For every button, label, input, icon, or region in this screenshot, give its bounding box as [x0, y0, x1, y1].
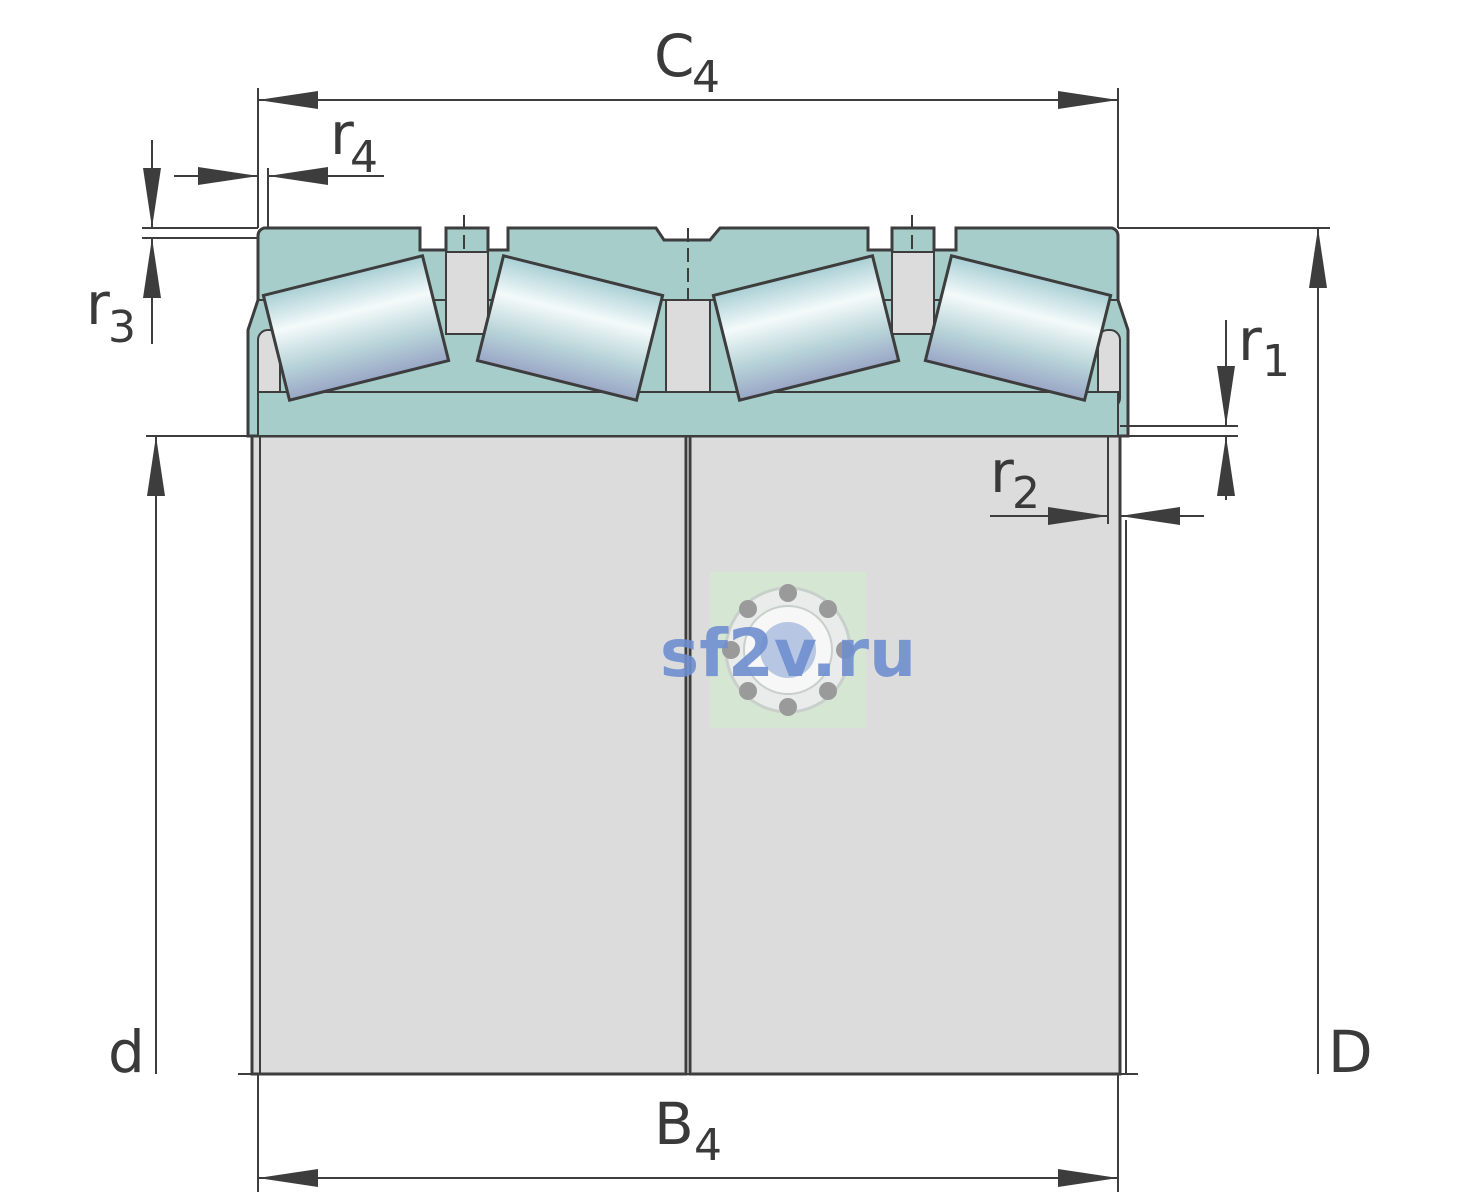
dimension-r4: r 4	[174, 100, 384, 185]
dimension-r2: r 2	[990, 438, 1204, 525]
dimension-d: d	[108, 436, 165, 1086]
label-b4: B	[654, 1090, 694, 1158]
label-r2-sub: 2	[1012, 468, 1040, 519]
label-r3: r	[86, 270, 110, 338]
label-r4: r	[330, 100, 354, 168]
ball-bearing-icon	[722, 584, 854, 716]
label-r1-sub: 1	[1262, 336, 1290, 387]
label-D: D	[1328, 1018, 1373, 1086]
inner-ring-band	[257, 391, 1119, 437]
roller-4	[923, 253, 1113, 403]
dimension-r3: r 3	[86, 140, 161, 353]
inner-ring-left	[250, 434, 688, 1076]
dimension-D: D	[1309, 228, 1373, 1086]
spacer-left	[445, 251, 489, 335]
label-b4-sub: 4	[694, 1120, 722, 1171]
outer-rings	[246, 215, 1130, 438]
label-c4-sub: 4	[692, 52, 720, 103]
watermark-text: sf2v.ru	[660, 615, 916, 692]
rollers	[261, 253, 1113, 403]
roller-3	[711, 253, 901, 403]
dimension-b4: B 4	[258, 1090, 1118, 1187]
inner-ring-right	[688, 434, 1122, 1076]
label-d: d	[108, 1018, 145, 1086]
inner-rings	[250, 434, 1127, 1076]
label-r3-sub: 3	[108, 302, 136, 353]
roller-1	[261, 253, 451, 403]
watermark: sf2v.ru	[660, 572, 916, 728]
label-c4: C	[654, 22, 695, 90]
roller-2	[475, 253, 665, 403]
spacer-right	[891, 251, 935, 335]
dimension-c4: C 4	[258, 22, 1118, 109]
label-r2: r	[990, 438, 1014, 506]
label-r1: r	[1238, 306, 1262, 374]
dimension-r1: r 1	[1217, 306, 1290, 500]
label-r4-sub: 4	[350, 132, 378, 183]
